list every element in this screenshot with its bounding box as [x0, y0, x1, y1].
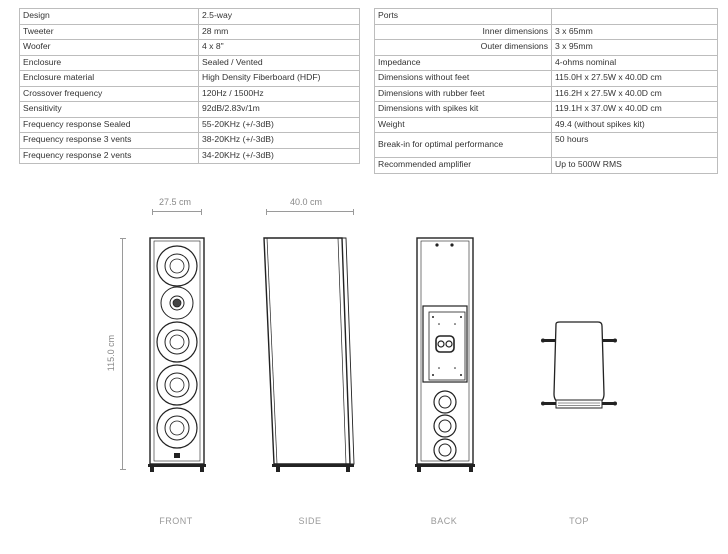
caption-back: BACK: [430, 516, 458, 526]
spec-label: Tweeter: [19, 23, 199, 40]
spec-row-inner: Inner dimensions 3 x 65mm: [374, 23, 718, 40]
spec-label: Ports: [374, 8, 552, 25]
spec-value: 38-20KHz (+/-3dB): [198, 132, 360, 149]
depth-dimension-line: [266, 209, 354, 215]
spec-label: Frequency response 3 vents: [19, 132, 199, 149]
spec-value: High Density Fiberboard (HDF): [198, 70, 360, 87]
spec-label: Weight: [374, 116, 552, 133]
spec-label: Sensitivity: [19, 101, 199, 118]
spec-value: [551, 8, 718, 25]
spec-label: Recommended amplifier: [374, 157, 552, 174]
spec-label: Crossover frequency: [19, 85, 199, 102]
front-view-drawing: [148, 237, 206, 472]
width-dimension-line: [152, 209, 202, 215]
spec-row-ports: Ports: [374, 8, 718, 25]
spec-row-outer: Outer dimensions 3 x 95mm: [374, 39, 718, 56]
spec-label: Frequency response 2 vents: [19, 147, 199, 164]
depth-dimension-label: 40.0 cm: [290, 197, 323, 207]
spec-table-right: Ports Inner dimensions 3 x 65mm Outer di…: [374, 8, 718, 174]
caption-front: FRONT: [159, 516, 193, 526]
spec-value: 2.5-way: [198, 8, 360, 25]
spec-label: Enclosure: [19, 54, 199, 71]
spec-label: Design: [19, 8, 199, 25]
spec-label: Outer dimensions: [374, 39, 552, 56]
height-dimension-label: 115.0 cm: [106, 334, 116, 372]
width-dimension-label: 27.5 cm: [159, 197, 192, 207]
spec-value: 119.1H x 37.0W x 40.0D cm: [551, 101, 718, 118]
spec-row-breakin: Break-in for optimal performance 50 hour…: [374, 132, 718, 158]
spec-value: 4-ohms nominal: [551, 54, 718, 71]
spec-row-amp: Recommended amplifier Up to 500W RMS: [374, 157, 718, 174]
spec-label: Dimensions without feet: [374, 70, 552, 87]
top-view-drawing: [541, 321, 617, 409]
spec-value: Sealed / Vented: [198, 54, 360, 71]
spec-label: Woofer: [19, 39, 199, 56]
spec-label: Break-in for optimal performance: [374, 132, 552, 158]
spec-value: 55-20KHz (+/-3dB): [198, 116, 360, 133]
height-dimension-line: [120, 238, 126, 470]
spec-value: 115.0H x 27.5W x 40.0D cm: [551, 70, 718, 87]
spec-value: 34-20KHz (+/-3dB): [198, 147, 360, 164]
back-view-drawing: [415, 237, 475, 472]
spec-value: 120Hz / 1500Hz: [198, 85, 360, 102]
spec-label: Inner dimensions: [374, 23, 552, 40]
spec-label: Frequency response Sealed: [19, 116, 199, 133]
spec-label: Enclosure material: [19, 70, 199, 87]
spec-value: 92dB/2.83v/1m: [198, 101, 360, 118]
spec-value: Up to 500W RMS: [551, 157, 718, 174]
spec-value: 3 x 65mm: [551, 23, 718, 40]
spec-value: 28 mm: [198, 23, 360, 40]
side-view-drawing: [263, 237, 355, 472]
spec-value: 4 x 8": [198, 39, 360, 56]
spec-label: Dimensions with spikes kit: [374, 101, 552, 118]
spec-value: 49.4 (without spikes kit): [551, 116, 718, 133]
caption-top: TOP: [569, 516, 589, 526]
spec-value: 3 x 95mm: [551, 39, 718, 56]
spec-label: Dimensions with rubber feet: [374, 85, 552, 102]
caption-side: SIDE: [298, 516, 322, 526]
spec-value: 50 hours: [551, 132, 718, 158]
spec-label: Impedance: [374, 54, 552, 71]
spec-value: 116.2H x 27.5W x 40.0D cm: [551, 85, 718, 102]
